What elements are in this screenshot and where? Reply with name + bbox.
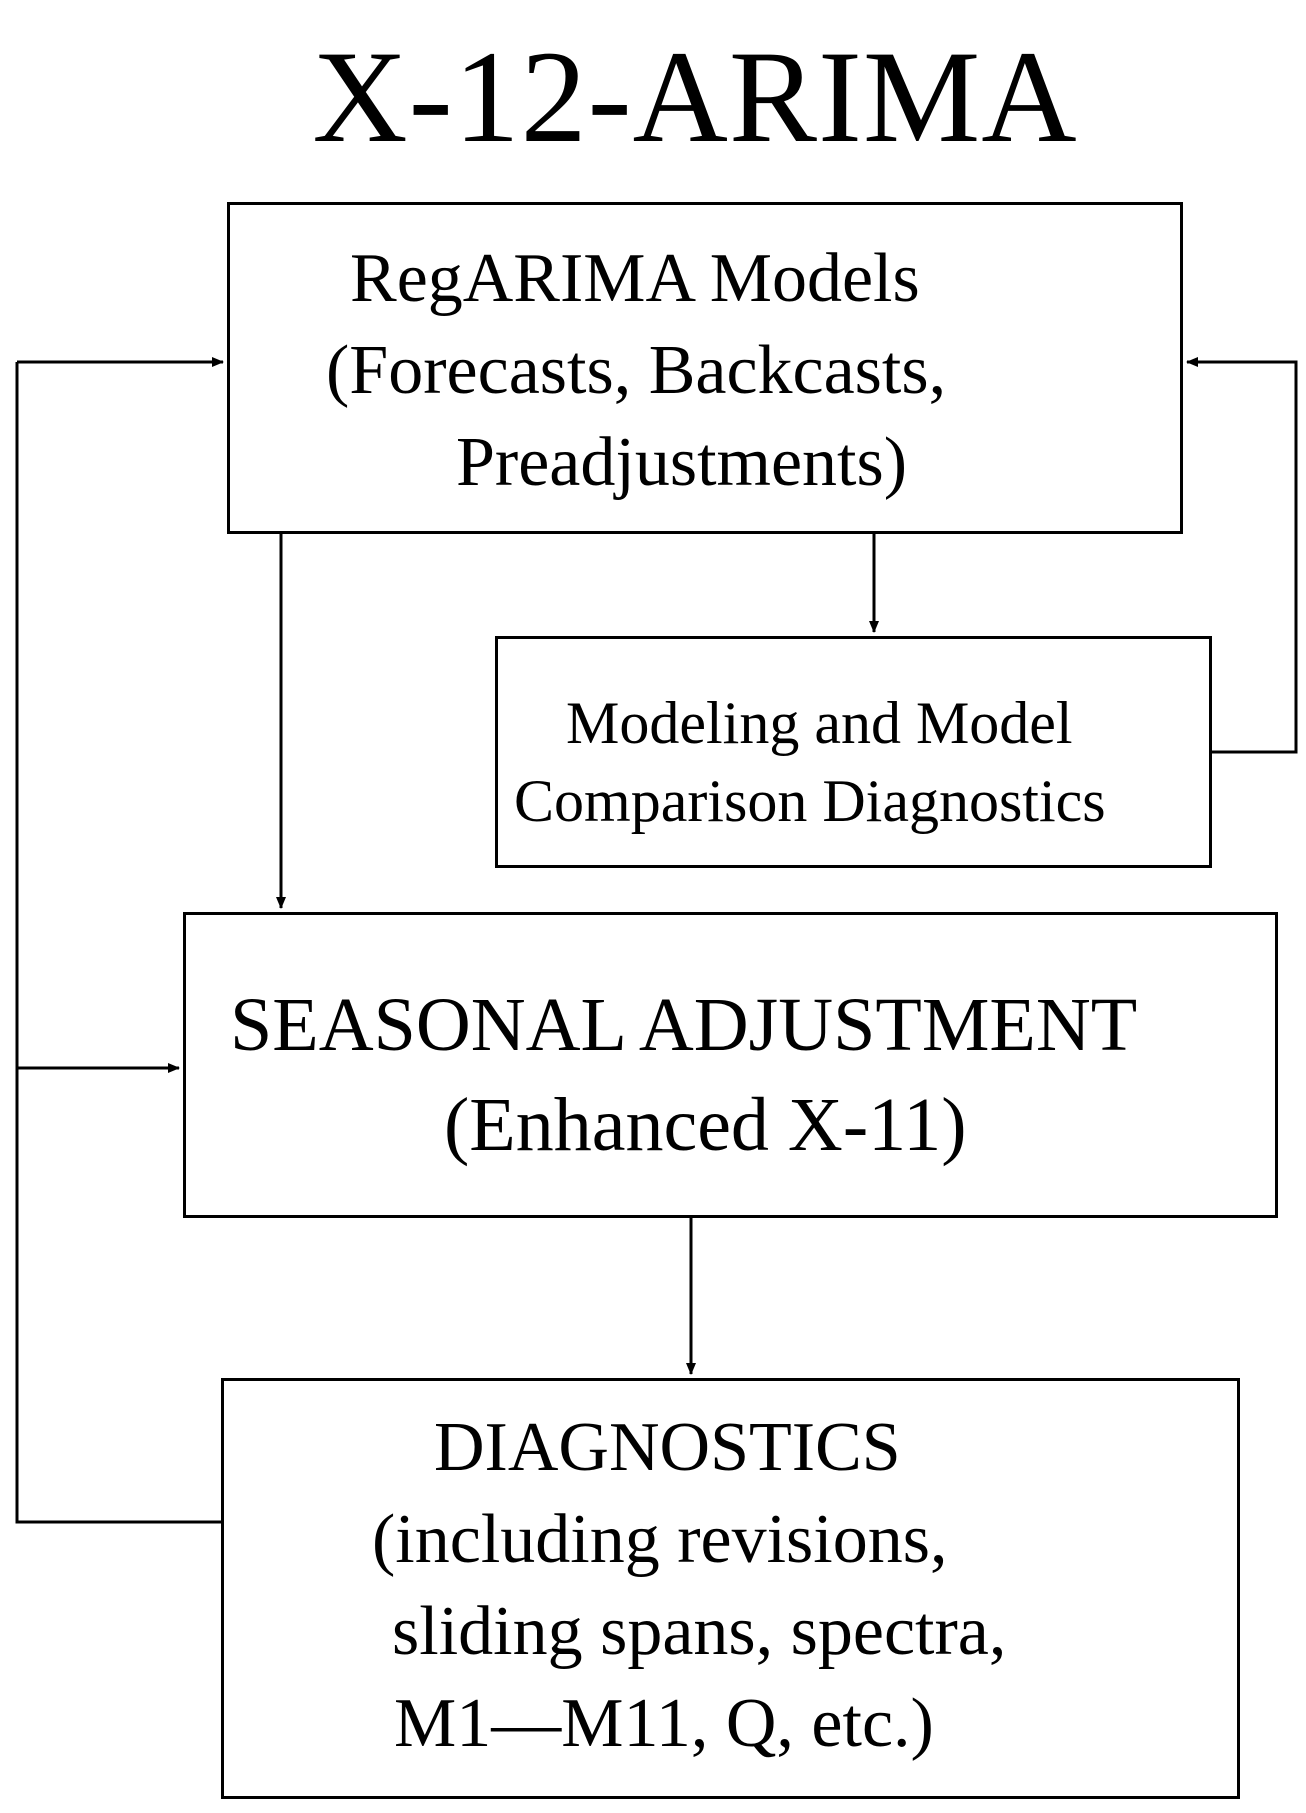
diagnostics-line-3: M1—M11, Q, etc.) [394,1685,934,1762]
diagnostics-line-1: (including revisions, [372,1501,948,1578]
diagnostics-title: DIAGNOSTICS [434,1409,901,1486]
modeling-line-1: Modeling and Model [566,690,1073,756]
regarima-title: RegARIMA Models [350,240,920,317]
modeling-diagnostics-box: Modeling and Model Comparison Diagnostic… [495,636,1212,868]
modeling-line-2: Comparison Diagnostics [514,768,1106,834]
regarima-subtitle-line-1: (Forecasts, Backcasts, [326,332,947,409]
seasonal-subtitle: (Enhanced X-11) [444,1083,967,1167]
seasonal-adjustment-box: SEASONAL ADJUSTMENT (Enhanced X-11) [183,912,1278,1218]
feedback-line-diagnostics [15,362,221,1524]
diagnostics-line-2: sliding spans, spectra, [392,1593,1007,1670]
diagram-title: X-12-ARIMA [312,23,1078,170]
arrow-modeling-to-regarima [1186,357,1298,754]
diagnostics-box: DIAGNOSTICS (including revisions, slidin… [221,1378,1240,1799]
regarima-subtitle-line-2: Preadjustments) [456,424,908,501]
regarima-models-box: RegARIMA Models (Forecasts, Backcasts, P… [227,202,1183,534]
seasonal-title: SEASONAL ADJUSTMENT [230,983,1138,1067]
